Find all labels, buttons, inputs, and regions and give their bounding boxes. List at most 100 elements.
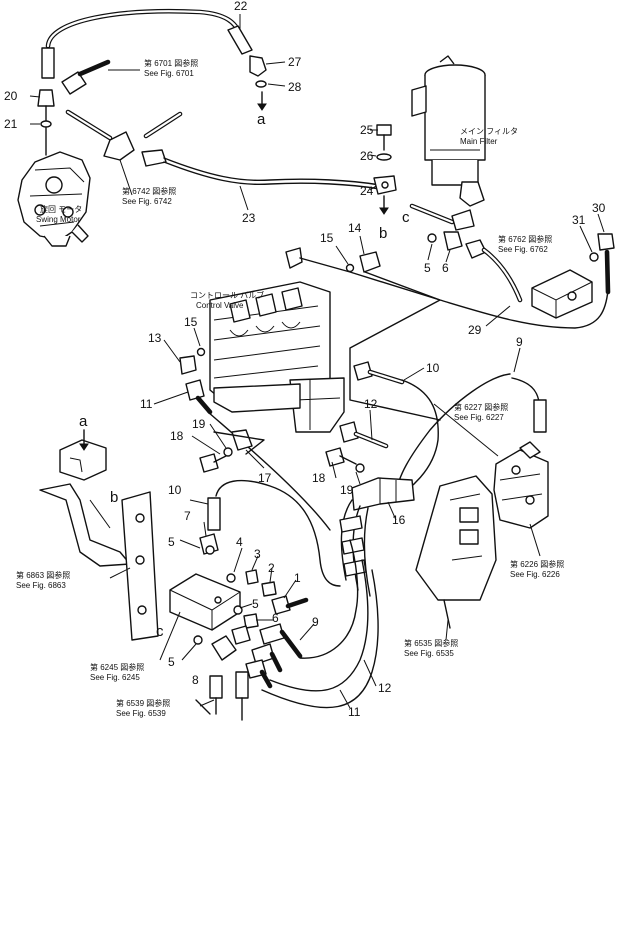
callout-15-left: 15: [184, 315, 198, 329]
oring-5-a: [205, 545, 215, 555]
ref-6227-jp: 第 6227 図参照: [454, 402, 508, 412]
fitting-6-right: [443, 231, 463, 251]
callout-9-right: 9: [516, 335, 523, 349]
hose-main-filter: [409, 203, 475, 231]
ref-6742-jp: 第 6742 図参照: [122, 186, 176, 196]
callout-5-c: 5: [168, 655, 175, 669]
control-valve: [209, 247, 345, 433]
callout-5-a: 5: [168, 535, 175, 549]
arrow-a-top: [257, 91, 267, 111]
ref-6762-en: See Fig. 6762: [498, 245, 548, 254]
leader-lines: [29, 14, 605, 709]
bolt-18-left: [199, 453, 231, 473]
callout-28: 28: [288, 80, 302, 94]
callout-10-right: 10: [426, 361, 440, 375]
callout-5-right: 5: [424, 261, 431, 275]
callout-24: 24: [360, 184, 374, 198]
callout-19-left: 19: [192, 417, 206, 431]
ref-6863-jp: 第 6863 図参照: [16, 570, 70, 580]
callout-2: 2: [268, 561, 275, 575]
fitting-2: [261, 581, 277, 597]
oring-21: [40, 120, 52, 156]
callout-16: 16: [392, 513, 406, 527]
block-6227: [493, 441, 549, 529]
fitting-20: [37, 89, 55, 123]
clamp-24: [373, 175, 397, 195]
letter-c-right: c: [402, 209, 410, 226]
hoses-8: [195, 671, 249, 721]
callout-4: 4: [236, 535, 243, 549]
ref-6701-jp: 第 6701 図参照: [144, 58, 198, 68]
valve-line-box: [299, 257, 441, 421]
callout-29: 29: [468, 323, 482, 337]
letter-b-right: b: [379, 225, 387, 242]
callout-23: 23: [242, 211, 256, 225]
callout-26: 26: [360, 149, 374, 163]
hose-10-lower: [207, 479, 341, 587]
letter-c-left: c: [156, 623, 164, 640]
callout-11-upper: 11: [140, 397, 153, 411]
fitting-lower-pair: [211, 625, 251, 661]
callout-10-left: 10: [168, 483, 182, 497]
callout-3: 3: [254, 547, 261, 561]
elbow-27: [249, 55, 267, 77]
hose-bundle-clamp-16: [339, 477, 415, 597]
bracket-17: [213, 429, 265, 455]
ref-6535-en: See Fig. 6535: [404, 649, 454, 658]
callout-11-lower: 11: [348, 705, 361, 719]
callout-17: 17: [258, 471, 272, 485]
oring-5-right: [427, 233, 437, 243]
callout-19-right: 19: [340, 483, 354, 497]
arrow-b-right: [379, 195, 389, 215]
fitting-30: [597, 233, 615, 295]
hose-6701-end: [61, 59, 111, 95]
washer-26: [376, 153, 392, 161]
oring-5-b: [233, 605, 243, 615]
oring-15-top: [345, 263, 355, 273]
oring-4: [226, 573, 236, 583]
cover-6535: [415, 475, 497, 629]
callout-7: 7: [184, 509, 191, 523]
main-filter-label-en: Main Filter: [460, 137, 498, 146]
hoses-6742: [65, 109, 183, 161]
callout-15-top: 15: [320, 231, 334, 245]
bolt-1: [271, 595, 309, 615]
callout-1: 1: [294, 571, 301, 585]
main-filter: [411, 55, 486, 207]
ref-6863-en: See Fig. 6863: [16, 581, 66, 590]
ref-6227-en: See Fig. 6227: [454, 413, 504, 422]
washer-19-right: [355, 463, 365, 473]
callout-numbers: 22 27 28 20 21 23 25 26 24 5 6 14 15 30 …: [4, 0, 606, 719]
control-valve-label-en: Control Valve: [196, 301, 244, 310]
callout-18-left: 18: [170, 429, 184, 443]
callout-27: 27: [288, 55, 302, 69]
control-valve-label-jp: コントロール バルブ: [190, 290, 264, 300]
callout-6-left: 6: [272, 611, 279, 625]
callout-30: 30: [592, 201, 606, 215]
lower-hoses: [261, 539, 379, 709]
figure-references: 第 6701 図参照 See Fig. 6701 第 6742 図参照 See …: [16, 58, 564, 718]
callout-18-right: 18: [312, 471, 326, 485]
callout-8: 8: [192, 673, 199, 687]
ref-6245-en: See Fig. 6245: [90, 673, 140, 682]
ref-6762-jp: 第 6762 図参照: [498, 234, 552, 244]
fitting-14: [359, 251, 381, 273]
callout-14: 14: [348, 221, 362, 235]
hose-ends-lower: [245, 623, 303, 689]
callout-20: 20: [4, 89, 18, 103]
ref-6539-en: See Fig. 6539: [116, 709, 166, 718]
hose-11-upper: [185, 379, 331, 531]
callout-9-lower: 9: [312, 615, 319, 629]
ref-6742-en: See Fig. 6742: [122, 197, 172, 206]
hose-23: [141, 149, 381, 190]
washer-19-left: [223, 447, 233, 457]
oring-5-c: [193, 635, 203, 645]
callout-12-lower: 12: [378, 681, 392, 695]
oring-31: [589, 252, 599, 262]
callout-6-right: 6: [442, 261, 449, 275]
ref-6539-jp: 第 6539 図参照: [116, 698, 170, 708]
hose-22: [41, 8, 253, 79]
ref-6245-jp: 第 6245 図参照: [90, 662, 144, 672]
